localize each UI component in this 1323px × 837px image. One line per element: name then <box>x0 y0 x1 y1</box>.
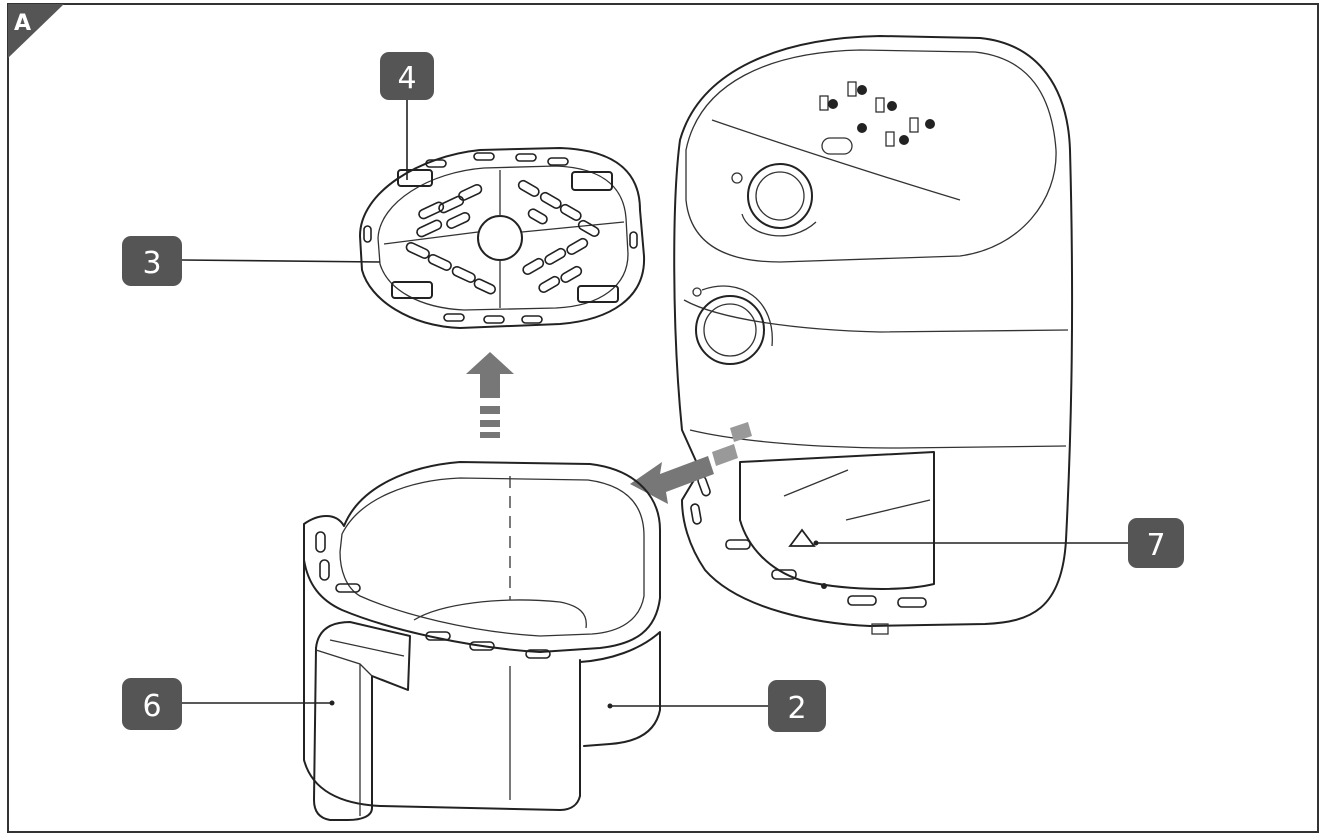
crisper-plate-center-hub <box>477 215 523 261</box>
top-control-panel <box>685 49 1057 263</box>
start-button <box>821 137 853 155</box>
figure-label: A <box>14 11 31 36</box>
callout-4: 4 <box>380 52 434 100</box>
plate-clip <box>577 285 619 303</box>
svg-text:4: 4 <box>397 61 416 96</box>
crisper-plate <box>359 147 646 329</box>
plate-clip <box>571 171 613 191</box>
fryer-basket <box>303 461 661 821</box>
callout-6: 6 <box>122 678 182 730</box>
basket-rim-slots <box>315 531 551 659</box>
timer-dial <box>731 163 817 237</box>
plate-clip <box>397 169 433 187</box>
callout-3: 3 <box>122 236 182 286</box>
figure-frame <box>7 3 1319 833</box>
basket-handle <box>313 621 411 821</box>
figure-corner-tab <box>8 4 64 58</box>
leader-line-3 <box>181 259 381 263</box>
plate-clip <box>391 281 433 299</box>
hot-surface-warning-icon <box>788 528 816 547</box>
svg-text:7: 7 <box>1146 528 1165 563</box>
svg-text:2: 2 <box>787 691 806 726</box>
up-arrow-icon <box>466 352 514 438</box>
air-fryer-body <box>673 35 1074 635</box>
crisper-plate-holes <box>363 152 638 324</box>
svg-text:6: 6 <box>142 689 161 724</box>
svg-text:3: 3 <box>142 246 161 281</box>
callout-2: 2 <box>768 680 826 732</box>
callout-7: 7 <box>1128 518 1184 568</box>
function-indicator-icons <box>819 81 935 147</box>
basket-drawer-opening <box>739 451 935 590</box>
left-pull-arrow-icon <box>630 422 752 504</box>
temperature-dial <box>692 285 773 365</box>
